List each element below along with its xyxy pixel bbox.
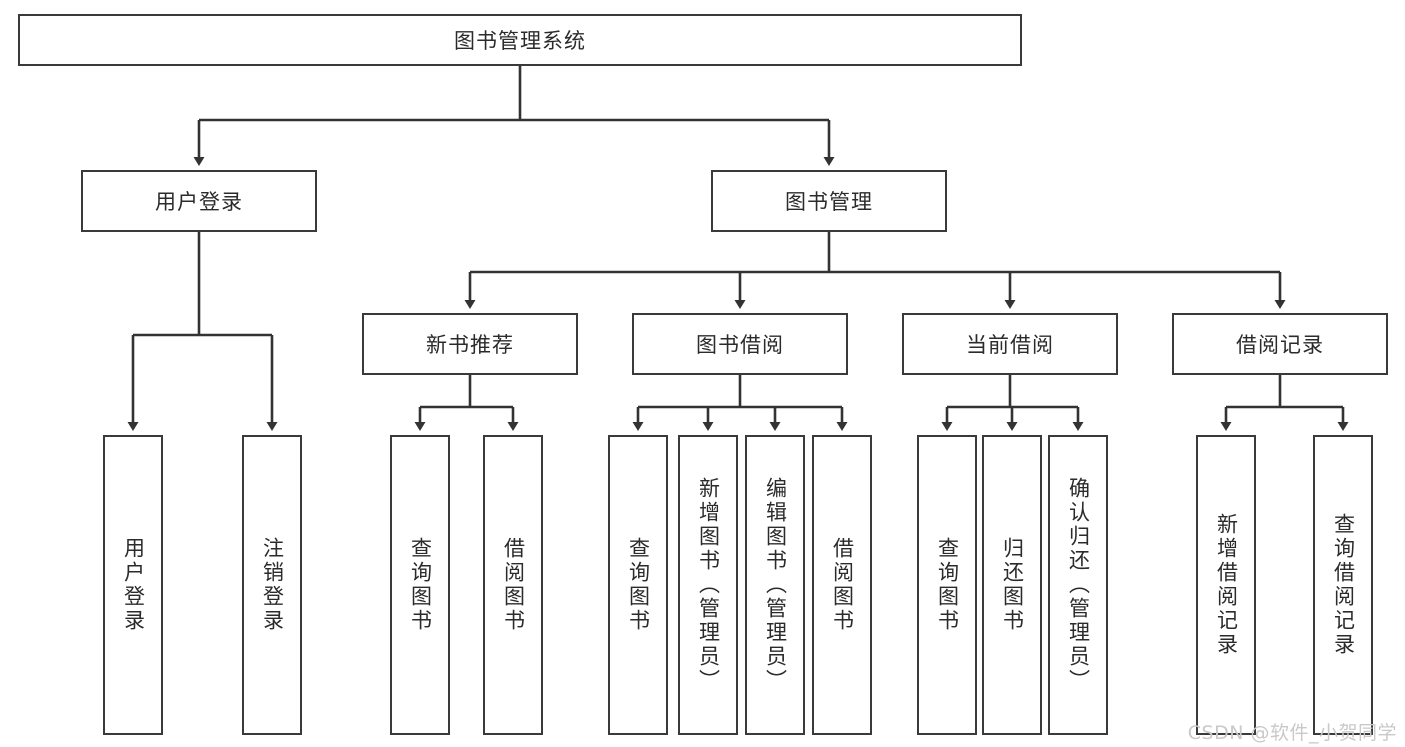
node-user-login[interactable]: 用户登录 xyxy=(81,170,317,232)
node-label: 归还图书 xyxy=(1000,537,1025,633)
node-label: 新增图书（管理员） xyxy=(696,477,721,693)
node-label: 新书推荐 xyxy=(426,333,514,357)
node-book-management[interactable]: 图书管理 xyxy=(711,170,947,232)
leaf-return-book[interactable]: 归还图书 xyxy=(982,435,1042,735)
node-borrow-record[interactable]: 借阅记录 xyxy=(1172,313,1388,375)
node-label: 查询借阅记录 xyxy=(1331,513,1356,657)
leaf-query-book-borrow[interactable]: 查询图书 xyxy=(608,435,668,735)
leaf-query-borrow-record[interactable]: 查询借阅记录 xyxy=(1313,435,1373,735)
node-new-book-recommend[interactable]: 新书推荐 xyxy=(362,313,578,375)
node-label: 确认归还（管理员） xyxy=(1066,477,1091,693)
node-root-book-management-system[interactable]: 图书管理系统 xyxy=(18,14,1022,66)
leaf-confirm-return-admin[interactable]: 确认归还（管理员） xyxy=(1048,435,1108,735)
node-label: 借阅图书 xyxy=(501,537,526,633)
node-label: 新增借阅记录 xyxy=(1214,513,1239,657)
node-label: 借阅图书 xyxy=(830,537,855,633)
node-current-borrow[interactable]: 当前借阅 xyxy=(902,313,1118,375)
leaf-borrow-book[interactable]: 借阅图书 xyxy=(812,435,872,735)
leaf-query-book-current[interactable]: 查询图书 xyxy=(917,435,977,735)
leaf-edit-book-admin[interactable]: 编辑图书（管理员） xyxy=(745,435,805,735)
leaf-query-book-recommend[interactable]: 查询图书 xyxy=(390,435,450,735)
node-label: 用户登录 xyxy=(121,537,146,633)
node-label: 图书管理 xyxy=(785,190,873,214)
leaf-add-book-admin[interactable]: 新增图书（管理员） xyxy=(678,435,738,735)
node-label: 查询图书 xyxy=(626,537,651,633)
leaf-user-login[interactable]: 用户登录 xyxy=(103,435,163,735)
node-label: 图书管理系统 xyxy=(454,29,586,53)
node-label: 图书借阅 xyxy=(696,333,784,357)
node-book-borrow[interactable]: 图书借阅 xyxy=(632,313,848,375)
node-label: 用户登录 xyxy=(155,190,243,214)
node-label: 注销登录 xyxy=(260,537,285,633)
watermark: CSDN @软件_小贺同学 xyxy=(1187,722,1397,744)
leaf-user-logout[interactable]: 注销登录 xyxy=(242,435,302,735)
node-label: 查询图书 xyxy=(408,537,433,633)
leaf-add-borrow-record[interactable]: 新增借阅记录 xyxy=(1196,435,1256,735)
node-label: 编辑图书（管理员） xyxy=(763,477,788,693)
leaf-borrow-book-recommend[interactable]: 借阅图书 xyxy=(483,435,543,735)
node-label: 借阅记录 xyxy=(1236,333,1324,357)
node-label: 查询图书 xyxy=(935,537,960,633)
node-label: 当前借阅 xyxy=(966,333,1054,357)
